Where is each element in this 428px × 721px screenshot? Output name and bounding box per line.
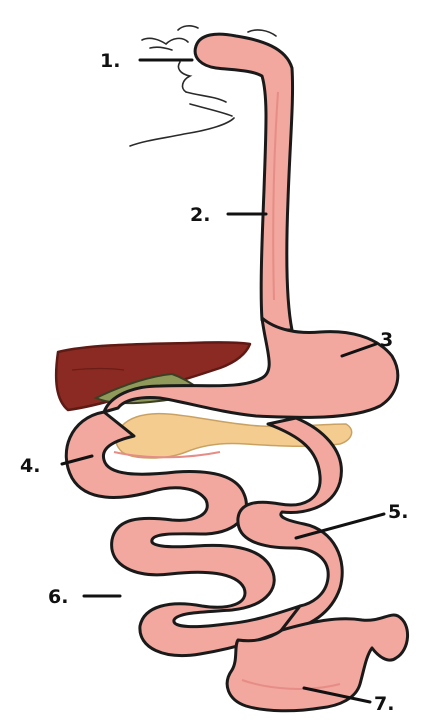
esophagus: [195, 34, 292, 330]
small-intestine: [66, 412, 342, 656]
label-5: 5.: [388, 501, 408, 523]
label-7: 7.: [374, 693, 394, 715]
label-2: 2.: [190, 204, 210, 226]
label-3: 3: [380, 329, 393, 351]
label-4: 4.: [20, 455, 40, 477]
label-6: 6.: [48, 586, 68, 608]
label-1: 1.: [100, 50, 120, 72]
